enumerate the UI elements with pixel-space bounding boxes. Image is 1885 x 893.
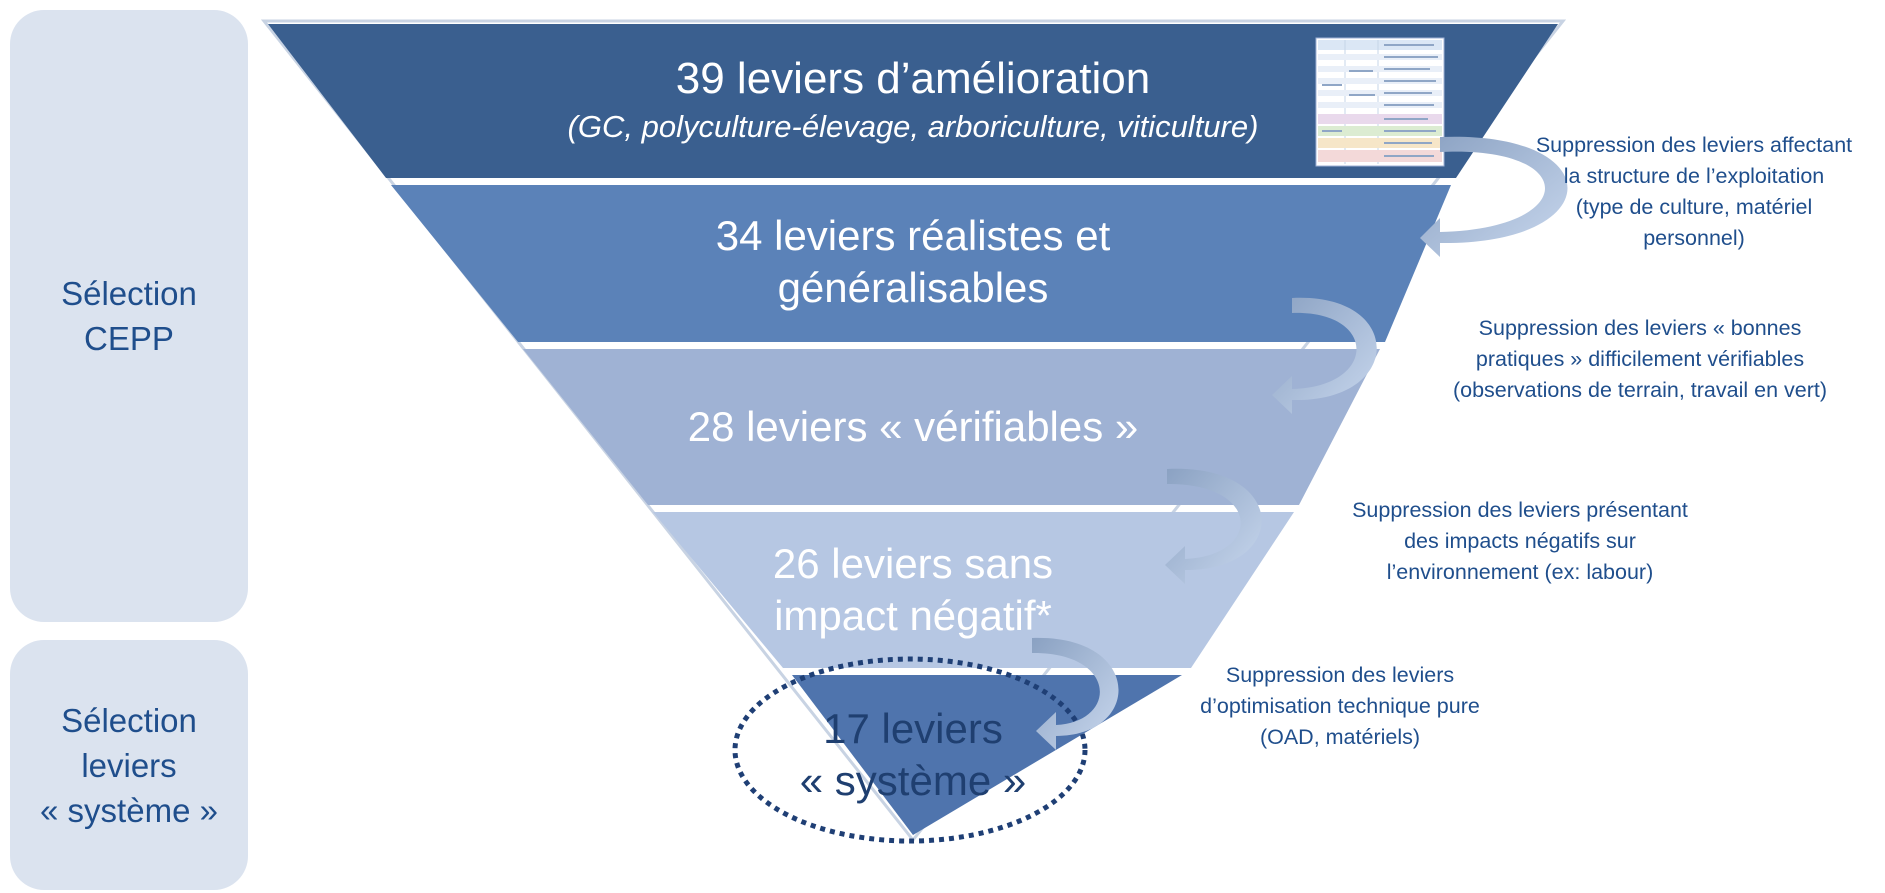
funnel-level-2 [391, 185, 1451, 342]
selection-cepp-label: Sélection CEPP [61, 275, 197, 357]
selection-systeme-label: Sélection leviers « système » [40, 701, 218, 829]
arrow-level-3-to-4 [1165, 468, 1262, 584]
level-1-subtitle: (GC, polyculture-élevage, arboriculture,… [568, 109, 1259, 144]
annotation-bonnes-pratiques: Suppression des leviers « bonnes pratiqu… [1452, 316, 1828, 402]
level-3-title: 28 leviers « vérifiables » [688, 403, 1139, 450]
level-2-subtitle: généralisables [778, 264, 1049, 311]
level-4-title: 26 leviers sans [773, 540, 1053, 587]
funnel-level-5 [792, 675, 1182, 835]
annotation-impacts-negatifs: Suppression des leviers présentant des i… [1352, 498, 1688, 584]
selection-cepp-panel: Sélection CEPP [10, 10, 248, 622]
funnel-level-4 [653, 512, 1294, 668]
table-thumbnail [1315, 37, 1445, 167]
level-5-title: 17 leviers [823, 705, 1003, 752]
level-4-subtitle: impact négatif* [774, 592, 1052, 639]
level-5-subtitle: « système » [800, 757, 1026, 804]
level-1-title: 39 leviers d’amélioration [676, 54, 1150, 103]
funnel-level-3 [523, 349, 1380, 505]
arrow-level-4-to-5 [1032, 637, 1119, 750]
level-2-title: 34 leviers réalistes et [716, 212, 1111, 259]
funnel-level-1 [268, 24, 1558, 178]
funnel-labels: 39 leviers d’amélioration (GC, polycultu… [568, 54, 1259, 804]
arrow-level-1-to-2 [1420, 136, 1568, 257]
annotation-optimisation: Suppression des leviers d’optimisation t… [1200, 663, 1480, 749]
annotation-structure: Suppression des leviers affectant la str… [1535, 133, 1853, 250]
reduction-arrows [1032, 136, 1568, 750]
selection-systeme-panel: Sélection leviers « système » [10, 640, 248, 890]
systeme-highlight-ellipse [732, 656, 1088, 844]
arrow-level-2-to-3 [1272, 297, 1377, 414]
